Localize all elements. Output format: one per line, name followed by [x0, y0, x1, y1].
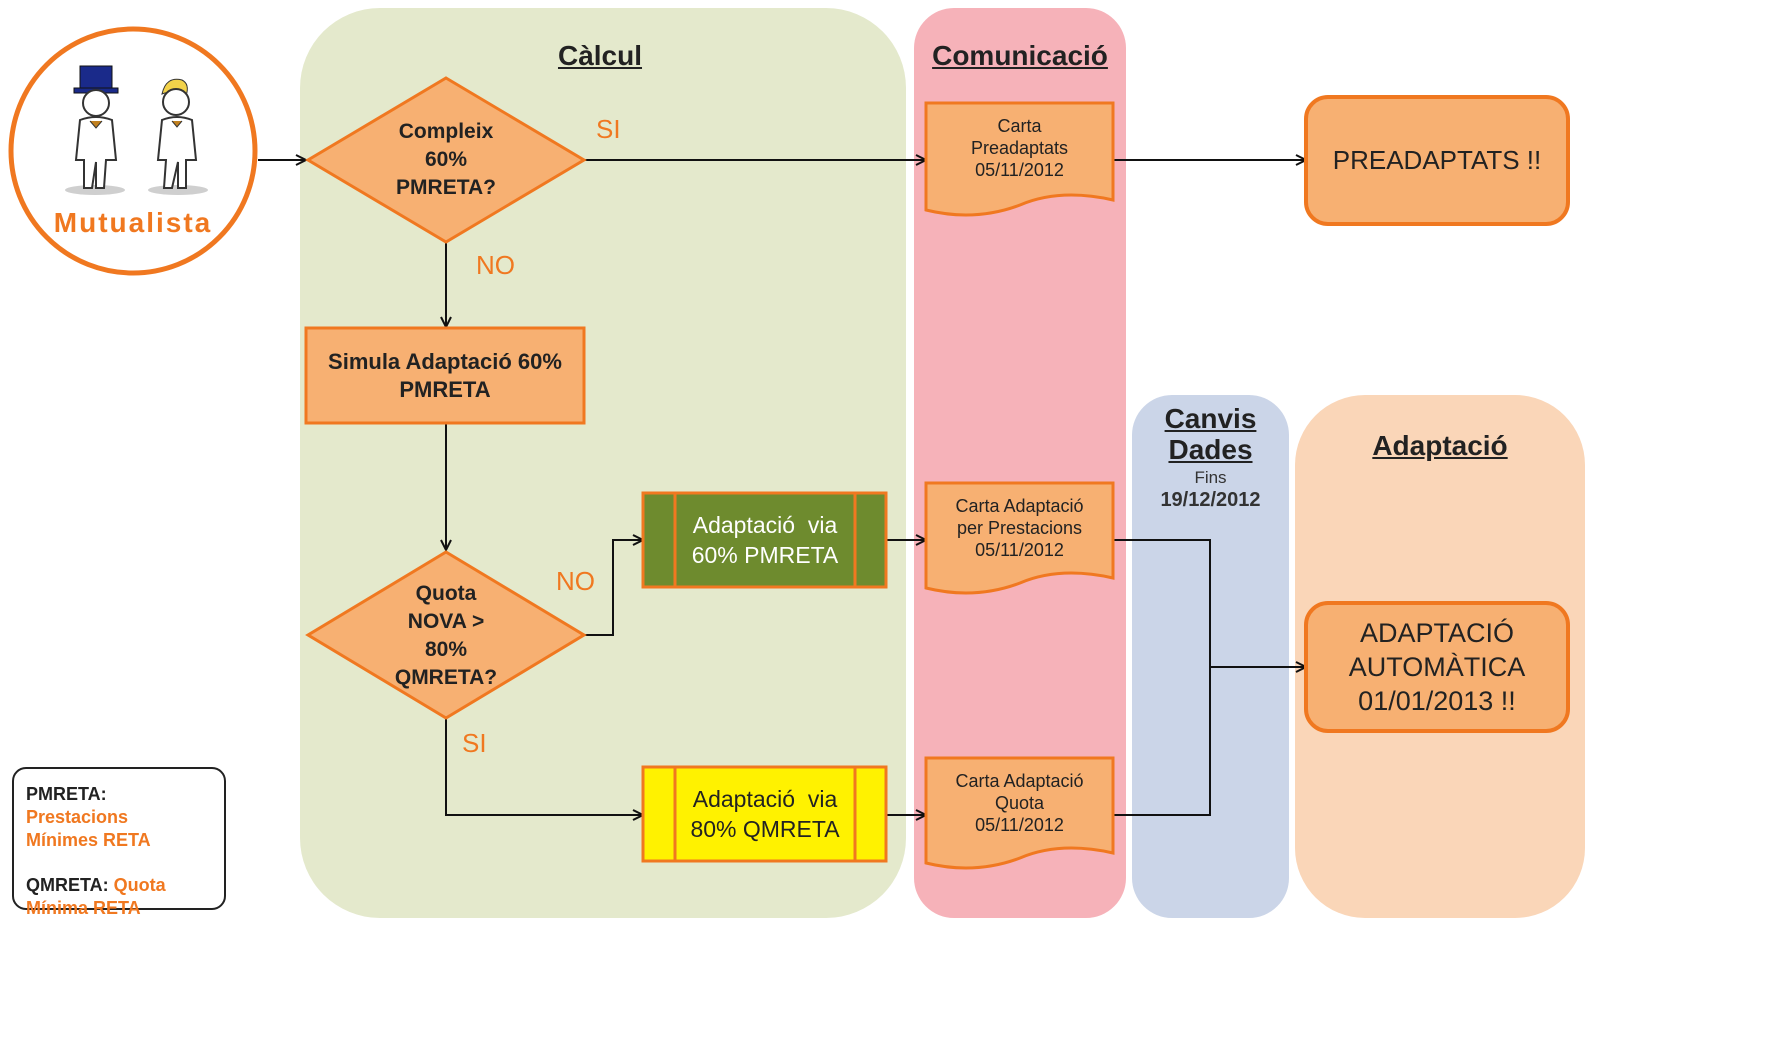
businesswoman-icon — [148, 78, 208, 195]
process80-text: Adaptació via 80% QMRETA — [675, 767, 855, 861]
legend-pmreta: PMRETA: Prestacions — [26, 783, 212, 829]
doc-prestacions-text: Carta Adaptació per Prestacions 05/11/20… — [926, 488, 1113, 568]
arrow-doc-prestacions-merge — [1113, 539, 1211, 816]
decision2-yes-label: SI — [462, 728, 487, 758]
process80-line1: Adaptació via — [692, 786, 838, 812]
arrow-decision2-si — [445, 718, 643, 815]
decision1-shape — [305, 76, 587, 244]
lane-title-adaptacio: Adaptació — [1372, 430, 1508, 461]
process80-line2: 80% QMRETA — [690, 816, 840, 842]
process80-shape — [641, 765, 888, 863]
result-adaptacio-shape — [1304, 601, 1570, 733]
doc-prestacions-line3: 05/11/2012 — [975, 540, 1064, 560]
decision2-line2: NOVA > — [407, 609, 485, 633]
doc-preadaptats-text: Carta Preadaptats 05/11/2012 — [926, 108, 1113, 188]
legend-pmreta-l1: Prestacions — [26, 807, 129, 827]
lane-canvis-date: 19/12/2012 — [1160, 489, 1261, 511]
decision1-line3: PMRETA? — [396, 176, 496, 199]
lane-title-canvis-line1: Canvis — [1164, 403, 1257, 434]
doc-quota-line2: Quota — [994, 793, 1045, 813]
decision2-line3: 80% — [424, 637, 468, 661]
doc-preadaptats-line2: Preadaptats — [970, 138, 1069, 158]
arrow-decision2-no — [584, 540, 643, 636]
simula-shape — [304, 326, 586, 425]
result-adaptacio-text: ADAPTACIÓ AUTOMÀTICA 01/01/2013 !! — [1306, 603, 1568, 731]
lane-title-canvis-line2: Dades — [1168, 434, 1253, 465]
doc-quota-line1: Carta Adaptació — [955, 771, 1084, 791]
decision1-text: Compleix 60% PMRETA? — [346, 110, 546, 210]
doc-quota-text: Carta Adaptació Quota 05/11/2012 — [926, 763, 1113, 843]
legend-pmreta-l2: Mínimes RETA — [26, 830, 151, 850]
decision1-yes-label: SI — [596, 114, 621, 144]
legend-qmreta: QMRETA: Quota — [26, 874, 212, 897]
doc-quota-shape — [924, 756, 1115, 870]
mutualista-circle — [8, 26, 258, 276]
result-preadaptats-shape — [1304, 95, 1570, 226]
result-preadaptats-text: PREADAPTATS !! — [1332, 145, 1542, 175]
legend-qmreta-abbr: QMRETA: — [26, 875, 109, 895]
lane-title-comunicacio: Comunicació — [932, 40, 1108, 71]
doc-prestacions-line1: Carta Adaptació — [955, 496, 1084, 516]
legend-pmreta-abbr: PMRETA: — [26, 784, 107, 804]
decision1-no-label: NO — [476, 250, 515, 280]
process60-text: Adaptació via 60% PMRETA — [675, 493, 855, 587]
simula-line2: PMRETA — [399, 376, 491, 402]
decision2-line1: Quota — [415, 581, 477, 605]
process60-line1: Adaptació via — [692, 512, 838, 538]
simula-line1: Simula Adaptació 60% — [328, 348, 562, 374]
decision2-text: Quota NOVA > 80% QMRETA? — [346, 578, 546, 693]
legend-box: PMRETA: Prestacions Mínimes RETA QMRETA:… — [12, 767, 226, 918]
doc-preadaptats-line3: 05/11/2012 — [975, 160, 1064, 180]
doc-prestacions-shape — [924, 481, 1115, 595]
result-adaptacio-line1: ADAPTACIÓ — [1359, 618, 1515, 648]
process60-line2: 60% PMRETA — [691, 542, 839, 568]
doc-preadaptats-line1: Carta — [997, 116, 1042, 136]
legend-qmreta-l2: Mínima RETA — [26, 898, 141, 918]
decision2-no-label: NO — [556, 566, 595, 596]
doc-quota-line3: 05/11/2012 — [975, 815, 1064, 835]
process60-shape — [641, 491, 888, 589]
doc-preadaptats-shape — [924, 101, 1115, 217]
lane-title-calcul: Càlcul — [557, 40, 643, 71]
simula-text: Simula Adaptació 60% PMRETA — [306, 328, 584, 423]
mutualista-label: Mutualista — [53, 207, 213, 238]
result-adaptacio-line2: AUTOMÀTICA — [1348, 652, 1526, 682]
lane-canvis-fins: Fins — [1194, 468, 1227, 487]
businessman-icon — [65, 65, 125, 195]
result-adaptacio-line3: 01/01/2013 !! — [1358, 686, 1516, 716]
legend-qmreta-l1: Quota — [113, 875, 166, 895]
decision2-shape — [305, 550, 587, 720]
decision1-line2: 60% — [424, 148, 468, 171]
decision2-line4: QMRETA? — [394, 665, 498, 689]
doc-prestacions-line2: per Prestacions — [956, 518, 1083, 538]
decision1-line1: Compleix — [398, 120, 494, 143]
